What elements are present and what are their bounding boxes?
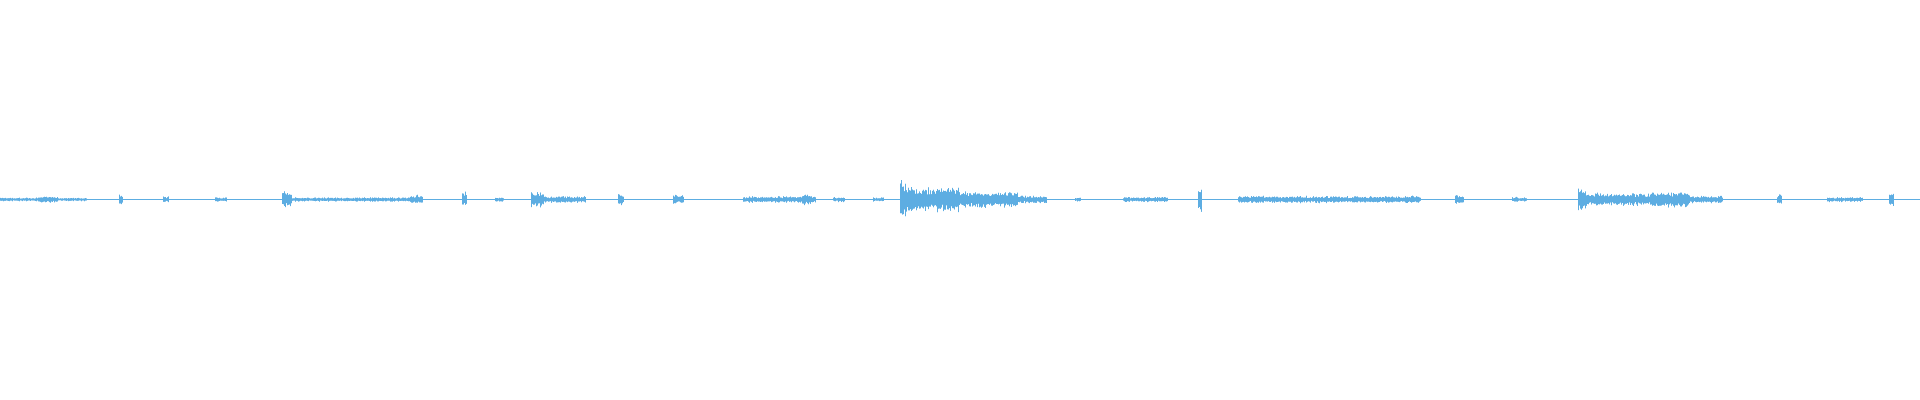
waveform-trace <box>0 180 1920 217</box>
